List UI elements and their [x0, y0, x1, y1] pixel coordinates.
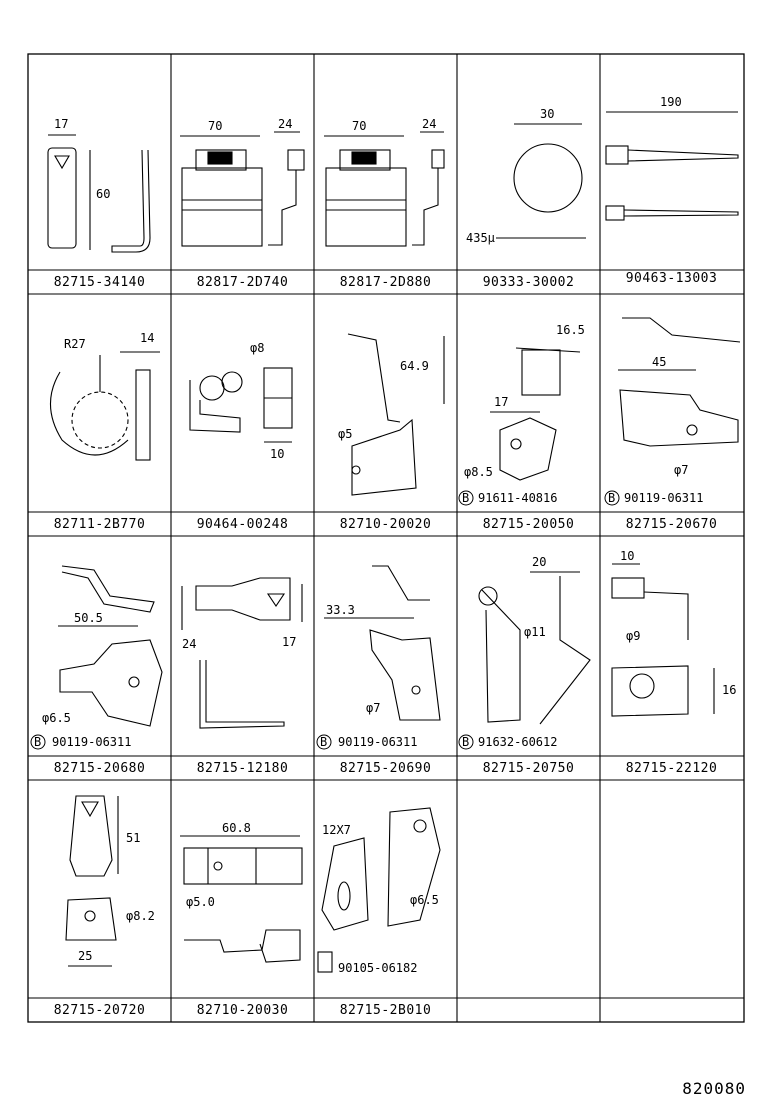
dim-label: 10 — [620, 549, 634, 563]
dim-label: 51 — [126, 831, 140, 845]
dim-label: φ5.0 — [186, 895, 215, 909]
bolt-part-number: 90105-06182 — [338, 961, 417, 975]
part-label: 82710-20030 — [196, 1003, 289, 1018]
part-label: 82715-22120 — [625, 761, 718, 776]
part-sketch-82715-20750 — [478, 571, 591, 725]
part-label: 82817-2D740 — [196, 275, 289, 290]
dim-label: 60 — [96, 187, 110, 201]
dim-label: 45 — [652, 355, 666, 369]
dim-label: 190 — [660, 95, 682, 109]
sub-marker-letter: B — [320, 735, 327, 749]
part-sketch-82715-20690 — [324, 565, 441, 721]
sub-marker — [458, 734, 474, 750]
part-sketch-82711-2B770 — [49, 351, 160, 461]
dim-label: 20 — [532, 555, 546, 569]
sub-marker-letter: B — [462, 491, 469, 505]
part-sketch-82710-20030 — [180, 835, 303, 963]
sub-marker-letter: B — [608, 491, 615, 505]
sub-marker — [458, 490, 474, 506]
dim-label: φ8.5 — [464, 465, 493, 479]
dim-label: R27 — [64, 337, 86, 351]
dim-label: 24 — [278, 117, 292, 131]
part-sketch-90463-13003 — [605, 111, 739, 221]
part-sketch-82817-2D880 — [324, 131, 445, 247]
part-label: 82817-2D880 — [339, 275, 432, 290]
part-sketch-82715-2B010 — [317, 807, 441, 973]
part-label: 82715-20670 — [625, 517, 718, 532]
dim-label: φ6.5 — [410, 893, 439, 907]
dim-label: 17 — [282, 635, 296, 649]
dim-label: 12X7 — [322, 823, 351, 837]
part-label: 82715-2B010 — [339, 1003, 432, 1018]
sub-part-number: 90119-06311 — [338, 735, 417, 749]
sub-part-number: 90119-06311 — [52, 735, 131, 749]
dim-label: 16.5 — [556, 323, 585, 337]
sub-part-number: 90119-06311 — [624, 491, 703, 505]
part-sketch-90333-30002 — [496, 123, 586, 239]
dim-label: 60.8 — [222, 821, 251, 835]
part-label: 90333-30002 — [482, 275, 575, 290]
dim-label: 435μ — [466, 231, 495, 245]
dim-label: 33.3 — [326, 603, 355, 617]
part-label: 82715-20750 — [482, 761, 575, 776]
part-label: 82710-20020 — [339, 517, 432, 532]
dim-label: 70 — [208, 119, 222, 133]
dim-label: 14 — [140, 331, 154, 345]
part-label: 82715-20680 — [53, 761, 146, 776]
part-sketch-82715-22120 — [611, 563, 715, 717]
dim-label: φ5 — [338, 427, 352, 441]
part-label: 82715-34140 — [53, 275, 146, 290]
part-label: 82715-20690 — [339, 761, 432, 776]
dim-label: 24 — [422, 117, 436, 131]
part-label: 82715-20050 — [482, 517, 575, 532]
dim-label: φ6.5 — [42, 711, 71, 725]
dim-label: 24 — [182, 637, 196, 651]
part-label: 82715-12180 — [196, 761, 289, 776]
part-label: 82715-20720 — [53, 1003, 146, 1018]
dim-label: φ7 — [366, 701, 380, 715]
sub-marker-letter: B — [462, 735, 469, 749]
part-sketch-82715-12180 — [181, 577, 303, 729]
dim-label: 10 — [270, 447, 284, 461]
sub-marker — [604, 490, 620, 506]
dim-label: 17 — [54, 117, 68, 131]
dim-label: φ8 — [250, 341, 264, 355]
part-sketch-82710-20020 — [347, 333, 445, 496]
part-sketch-82715-34140 — [47, 134, 151, 253]
dim-label: 25 — [78, 949, 92, 963]
sub-marker — [316, 734, 332, 750]
part-sketch-82715-20720 — [65, 795, 119, 967]
sub-marker — [30, 734, 46, 750]
dim-label: φ7 — [674, 463, 688, 477]
part-label: 90464-00248 — [196, 517, 289, 532]
dim-label: 64.9 — [400, 359, 429, 373]
part-label: 82711-2B770 — [53, 517, 146, 532]
part-sketch-82715-20670 — [618, 317, 741, 447]
grid-frame — [27, 53, 745, 1023]
dim-label: 70 — [352, 119, 366, 133]
sub-marker-letter: B — [34, 735, 41, 749]
dim-label: φ9 — [626, 629, 640, 643]
part-sketch-90464-00248 — [189, 367, 293, 443]
dim-label: 16 — [722, 683, 736, 697]
sub-part-number: 91632-60612 — [478, 735, 557, 749]
dim-label: φ11 — [524, 625, 546, 639]
sub-part-number: 91611-40816 — [478, 491, 557, 505]
part-sketch-82715-20050 — [490, 347, 581, 481]
dim-label: 30 — [540, 107, 554, 121]
part-sketch-82817-2D740 — [180, 131, 305, 247]
dim-label: 17 — [494, 395, 508, 409]
part-label: 90463-13003 — [625, 271, 718, 286]
dim-label: φ8.2 — [126, 909, 155, 923]
document-code: 820080 — [682, 1079, 746, 1098]
dim-label: 50.5 — [74, 611, 103, 625]
part-sketch-82715-20680 — [58, 565, 163, 727]
